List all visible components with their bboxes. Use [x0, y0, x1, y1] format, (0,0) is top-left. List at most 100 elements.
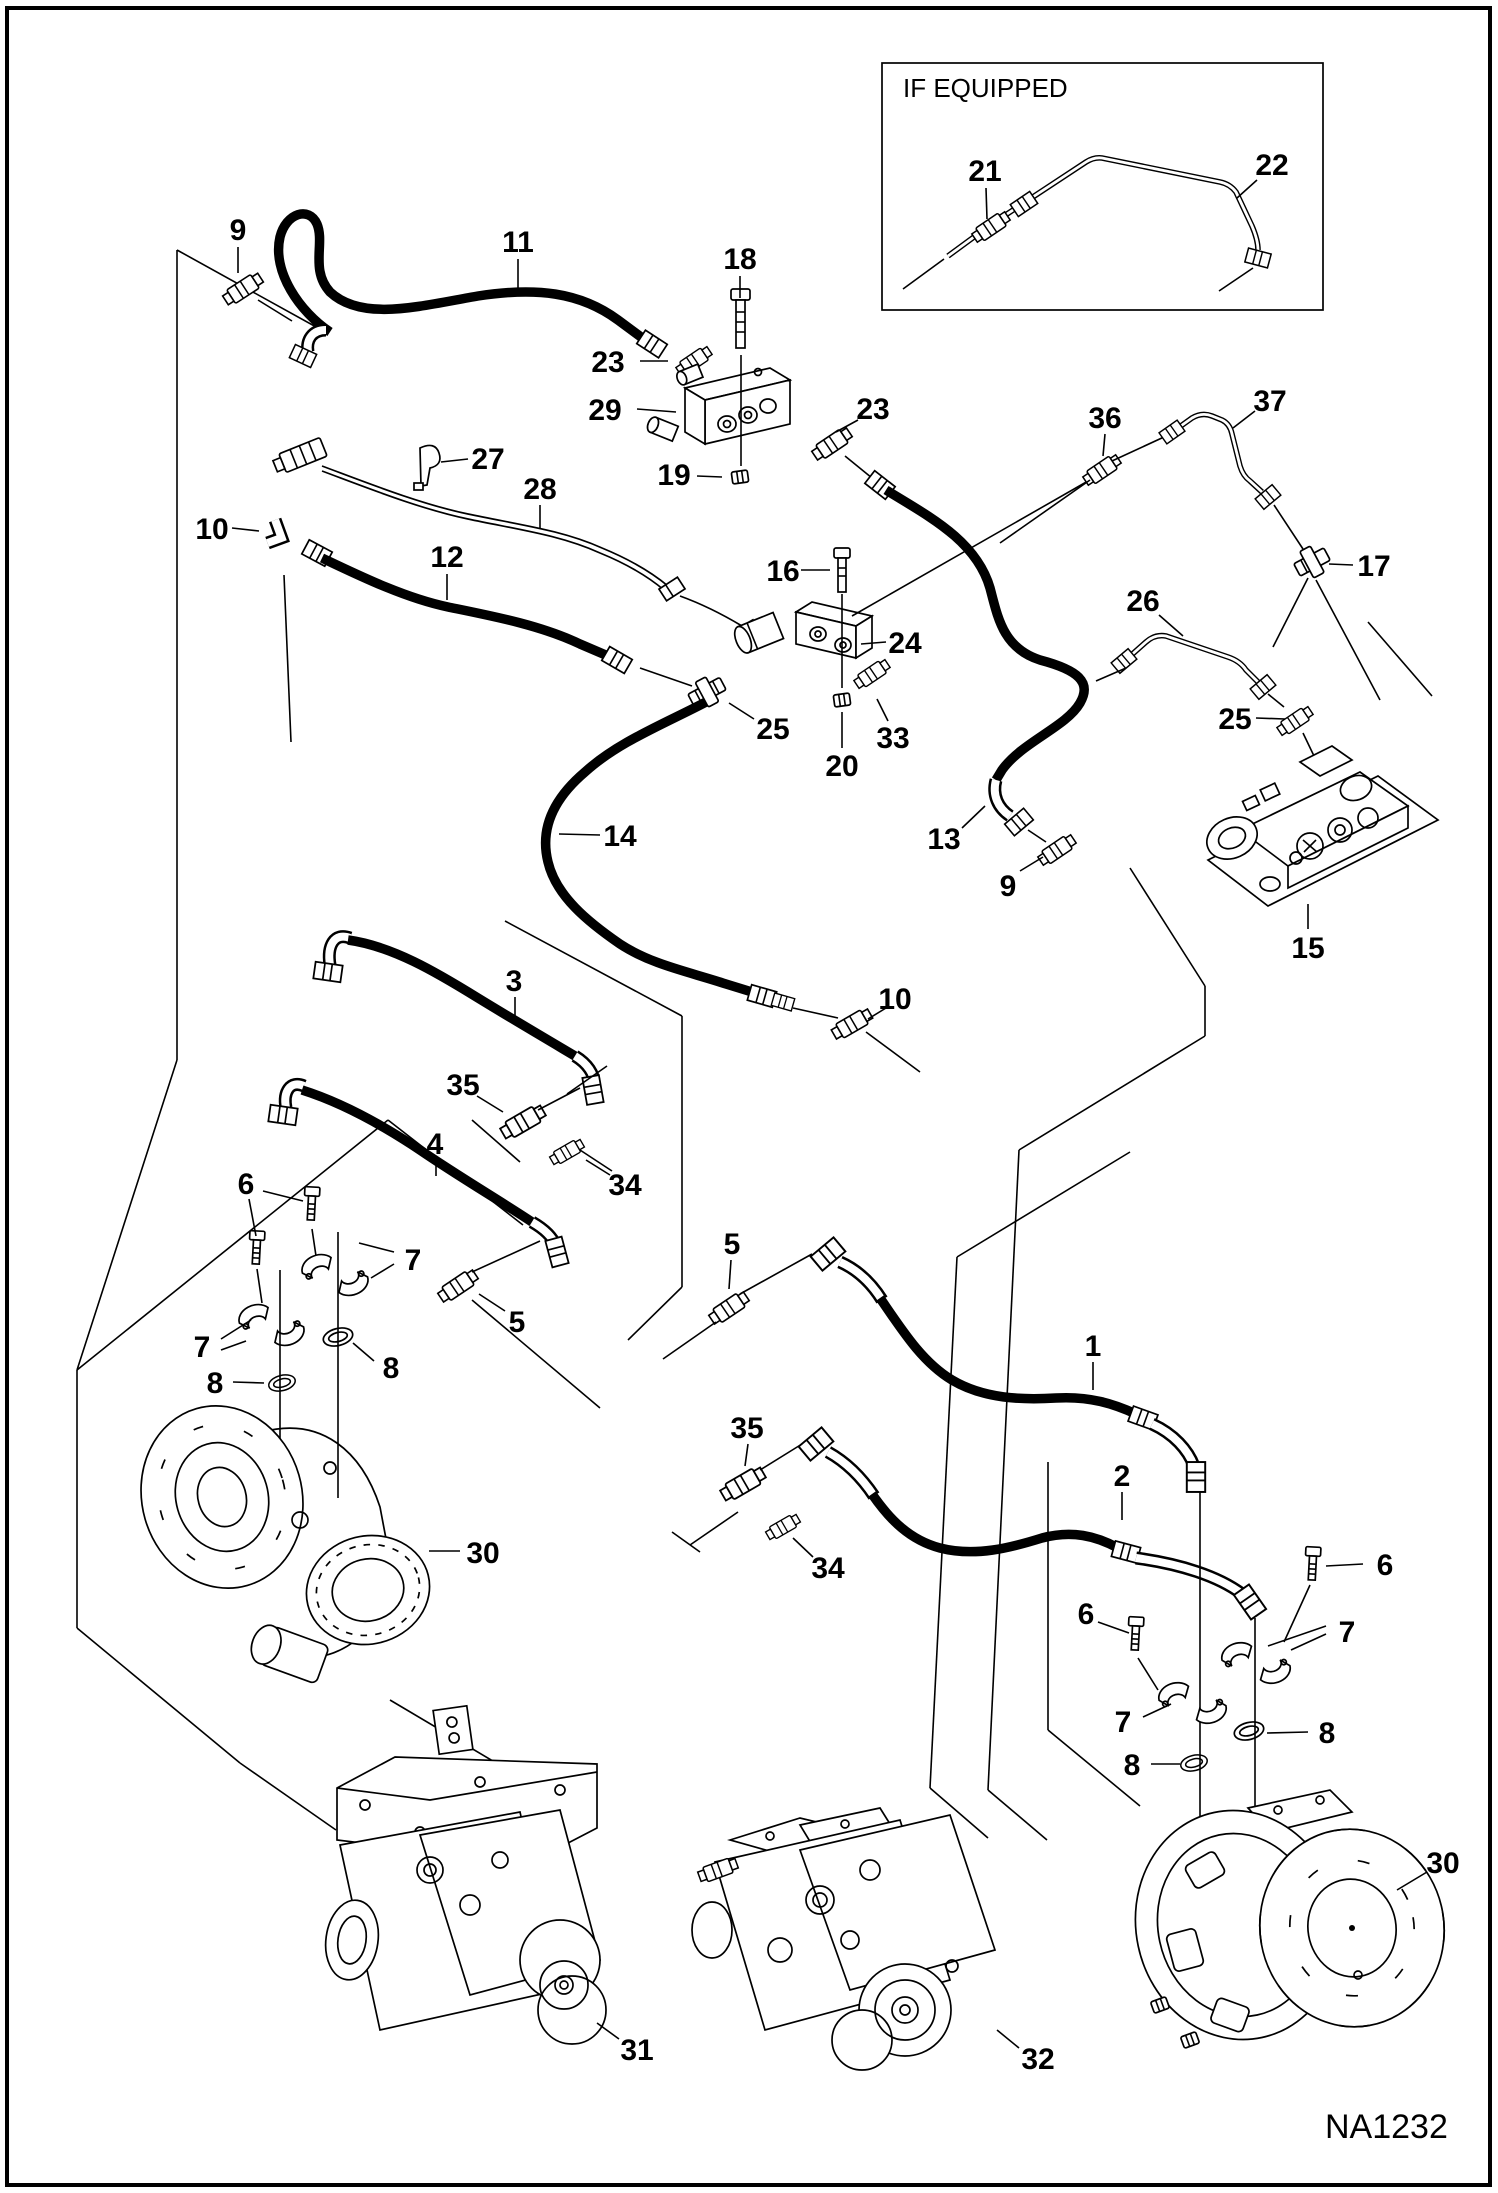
- inset-border: [881, 62, 1324, 311]
- fitting-5-center-icon: [706, 1288, 752, 1328]
- callout-15: 15: [1291, 932, 1324, 965]
- leader-line: [358, 1242, 395, 1253]
- callout-9: 9: [230, 214, 247, 247]
- callout-8: 8: [383, 1352, 400, 1385]
- leader-line: [440, 458, 469, 463]
- callout-5: 5: [724, 1228, 741, 1261]
- callout-5: 5: [509, 1306, 526, 1339]
- tube-37-group: [999, 411, 1331, 648]
- callout-23: 23: [591, 346, 624, 379]
- leader-line: [262, 1190, 304, 1202]
- leader-line: [231, 527, 260, 532]
- leader-line: [220, 1319, 252, 1340]
- leader-line: [1325, 1563, 1364, 1567]
- callout-12: 12: [430, 541, 463, 574]
- fitting-25-right-icon: [1274, 703, 1316, 739]
- fitting-5-center: [662, 1253, 813, 1360]
- leader-line: [1158, 614, 1184, 637]
- leader-line: [1290, 1633, 1327, 1651]
- callout-26: 26: [1126, 585, 1159, 618]
- leader-line: [961, 805, 986, 829]
- callout-21: 21: [968, 155, 1001, 188]
- callout-7: 7: [1339, 1616, 1356, 1649]
- fitting-21-icon: [969, 208, 1013, 246]
- fitting-set-35-34-left: [471, 1065, 613, 1172]
- callout-35: 35: [730, 1412, 763, 1445]
- callout-7: 7: [1115, 1706, 1132, 1739]
- hose-12: [265, 517, 693, 743]
- callout-36: 36: [1088, 402, 1121, 435]
- leader-line: [996, 2029, 1020, 2049]
- leader-line: [1266, 1731, 1309, 1734]
- callout-34: 34: [608, 1169, 642, 1202]
- leader-line: [220, 1340, 247, 1351]
- callout-2: 2: [1114, 1460, 1131, 1493]
- callout-4: 4: [427, 1128, 444, 1161]
- clamp-7-icon: [1154, 1678, 1193, 1709]
- fitting-set-35-34-lower: [671, 1443, 803, 1553]
- if-equipped-inset: IF EQUIPPED: [881, 62, 1324, 311]
- o-ring-8-icon: [1231, 1718, 1267, 1744]
- tube-26-group: [1095, 632, 1316, 757]
- leader-line: [352, 1342, 375, 1362]
- fitting-9-right-icon: [1035, 831, 1079, 869]
- leader-line: [835, 419, 859, 433]
- leader-line: [585, 1159, 611, 1176]
- leader-line: [1396, 1871, 1428, 1891]
- leader-line: [744, 1443, 749, 1467]
- leader-line: [985, 187, 988, 220]
- callout-32: 32: [1021, 2043, 1054, 2076]
- callout-3: 3: [506, 965, 523, 998]
- leader-line: [596, 2022, 620, 2040]
- callout-34: 34: [811, 1552, 845, 1585]
- callout-24: 24: [888, 627, 922, 660]
- clamp-7-icon: [1217, 1638, 1256, 1669]
- callout-31: 31: [620, 2034, 653, 2067]
- bolt-6-icon: [1126, 1615, 1145, 1652]
- leader-line: [636, 408, 677, 413]
- callout-7: 7: [405, 1244, 422, 1277]
- tee-fitting-25-center: [687, 676, 727, 708]
- bolt-6-icon: [1303, 1545, 1322, 1582]
- leader-line: [232, 1381, 265, 1384]
- harness-28: [271, 437, 761, 640]
- valve-assembly-15: [1206, 745, 1440, 907]
- callout-25: 25: [1218, 703, 1251, 736]
- leader-line: [1097, 1621, 1130, 1634]
- leader-line: [1328, 563, 1354, 566]
- callout-37: 37: [1253, 385, 1286, 418]
- hose-14: [540, 697, 921, 1073]
- drive-motor-right: [1134, 1789, 1446, 2050]
- callout-35: 35: [446, 1069, 479, 1102]
- steel-tube-21-22: [902, 155, 1272, 292]
- callout-27: 27: [471, 443, 504, 476]
- fitting-35-lower-icon: [717, 1463, 769, 1505]
- callout-6: 6: [1078, 1598, 1095, 1631]
- callout-10: 10: [195, 513, 228, 546]
- hose-13: [863, 469, 1089, 869]
- leader-line: [696, 475, 723, 478]
- nut-19-icon: [730, 469, 750, 485]
- callout-8: 8: [1319, 1717, 1336, 1750]
- callout-30: 30: [466, 1537, 499, 1570]
- callout-14: 14: [603, 820, 637, 853]
- leader-line: [558, 833, 601, 836]
- drive-motor-left: [140, 1405, 431, 1684]
- clamp-7-icon: [333, 1268, 373, 1300]
- clamp-7-icon: [1256, 1657, 1295, 1688]
- nut-20-icon: [832, 692, 852, 708]
- leader-line: [1267, 1625, 1327, 1647]
- callout-22: 22: [1255, 149, 1288, 182]
- callout-9: 9: [1000, 870, 1017, 903]
- leader-line: [478, 1293, 506, 1312]
- clamp-7-icon: [1192, 1697, 1231, 1728]
- callout-28: 28: [523, 473, 556, 506]
- leader-line: [867, 1007, 887, 1020]
- fitting-5-left: [435, 1240, 601, 1409]
- callout-10: 10: [878, 983, 911, 1016]
- fitting-10-lower-icon: [829, 1005, 875, 1043]
- callout-17: 17: [1357, 550, 1390, 583]
